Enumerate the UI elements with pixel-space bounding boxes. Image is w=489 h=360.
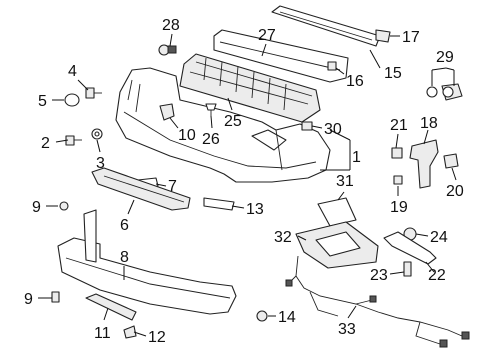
leader-31 bbox=[337, 191, 345, 201]
callout-9b: 9 bbox=[24, 291, 33, 308]
leader-33 bbox=[347, 305, 357, 319]
callout-3: 3 bbox=[96, 155, 105, 172]
leader-7 bbox=[155, 183, 167, 187]
callout-18: 18 bbox=[420, 115, 438, 132]
leader-1a bbox=[329, 129, 351, 141]
leader-22 bbox=[425, 261, 435, 273]
callout-22: 22 bbox=[428, 267, 446, 284]
bracket-part-10 bbox=[159, 103, 175, 121]
lower-fascia-part-8 bbox=[57, 209, 237, 315]
plug-part-5 bbox=[64, 93, 80, 107]
callout-4: 4 bbox=[68, 63, 77, 80]
callout-27: 27 bbox=[258, 27, 276, 44]
callout-25: 25 bbox=[224, 113, 242, 130]
clip-part-30 bbox=[301, 121, 313, 131]
wiring-harness-part-33 bbox=[285, 255, 470, 348]
callout-6: 6 bbox=[120, 217, 129, 234]
callout-20: 20 bbox=[446, 183, 464, 200]
callout-10: 10 bbox=[178, 127, 196, 144]
callout-23: 23 bbox=[370, 267, 388, 284]
bolt-part-23 bbox=[403, 261, 412, 277]
leader-23 bbox=[389, 271, 405, 275]
leader-18 bbox=[423, 129, 429, 145]
callout-32: 32 bbox=[274, 229, 292, 246]
bolt-part-4 bbox=[85, 87, 102, 99]
screw-part-9a bbox=[59, 201, 69, 211]
leader-15 bbox=[369, 49, 381, 69]
callout-19: 19 bbox=[390, 199, 408, 216]
callout-28: 28 bbox=[162, 17, 180, 34]
hose-part-22 bbox=[383, 231, 437, 265]
clip-part-14 bbox=[256, 310, 268, 322]
grommet-part-3 bbox=[91, 128, 103, 140]
callout-24: 24 bbox=[430, 229, 448, 246]
callout-12: 12 bbox=[148, 329, 166, 346]
module-part-31 bbox=[317, 197, 357, 227]
callout-13: 13 bbox=[246, 201, 264, 218]
callout-16: 16 bbox=[346, 73, 364, 90]
callout-30: 30 bbox=[324, 121, 342, 138]
leader-3 bbox=[96, 139, 101, 153]
callout-31: 31 bbox=[336, 173, 354, 190]
reinforcement-strip-part-15 bbox=[271, 5, 381, 47]
leader-2 bbox=[55, 139, 69, 143]
leader-28 bbox=[169, 33, 173, 47]
screw-part-2 bbox=[65, 135, 82, 146]
upper-impact-bar-part-27 bbox=[213, 29, 349, 83]
callout-29: 29 bbox=[436, 49, 454, 66]
leader-6 bbox=[127, 199, 135, 215]
retainer-part-20 bbox=[443, 153, 459, 169]
clip-part-12 bbox=[123, 325, 137, 339]
callout-9a: 9 bbox=[32, 199, 41, 216]
leader-4 bbox=[77, 79, 89, 91]
leader-32 bbox=[297, 235, 307, 241]
screw-part-9b bbox=[51, 291, 60, 303]
push-pin-part-28 bbox=[158, 44, 177, 56]
bumper-cover-part-1 bbox=[115, 67, 331, 183]
callout-labels: 1 2 3 4 5 6 7 8 9 9 10 11 12 13 14 15 16… bbox=[24, 17, 464, 346]
leader-24 bbox=[415, 233, 429, 237]
lower-deflector-part-6 bbox=[91, 167, 191, 211]
callout-26: 26 bbox=[202, 131, 220, 148]
leader-29c bbox=[445, 67, 455, 71]
trim-strip-part-11 bbox=[85, 293, 137, 321]
nut-part-16 bbox=[327, 61, 337, 71]
side-bracket-part-18 bbox=[409, 139, 439, 189]
callout-11: 11 bbox=[94, 325, 111, 342]
leader-10 bbox=[169, 117, 179, 129]
callout-14: 14 bbox=[278, 309, 296, 326]
clip-part-17 bbox=[375, 29, 391, 43]
leader-12 bbox=[133, 331, 147, 337]
callout-7: 7 bbox=[168, 178, 177, 195]
callout-2: 2 bbox=[41, 135, 50, 152]
leader-20 bbox=[451, 167, 457, 181]
plate-part-13 bbox=[203, 197, 235, 211]
callout-33: 33 bbox=[338, 321, 356, 338]
callout-5: 5 bbox=[38, 93, 47, 110]
callout-1: 1 bbox=[352, 149, 361, 166]
clip-part-26 bbox=[205, 103, 217, 116]
callout-17: 17 bbox=[402, 29, 420, 46]
leader-11 bbox=[103, 307, 109, 321]
callout-15: 15 bbox=[384, 65, 402, 82]
leader-13 bbox=[231, 205, 245, 209]
leader-25 bbox=[227, 97, 233, 111]
leader-21 bbox=[395, 133, 399, 149]
bolt-part-19 bbox=[393, 175, 403, 185]
callout-21: 21 bbox=[390, 117, 408, 134]
leader-26 bbox=[210, 115, 213, 129]
leader-27 bbox=[261, 43, 267, 57]
energy-absorber-part-25 bbox=[179, 53, 321, 123]
parking-sensor-part-29 bbox=[426, 83, 463, 101]
housing-part-32 bbox=[295, 221, 379, 269]
leader-29a bbox=[431, 67, 447, 71]
retainer-part-21 bbox=[391, 147, 403, 159]
leader-16 bbox=[335, 67, 345, 75]
leader-lines bbox=[38, 33, 457, 337]
callout-8: 8 bbox=[120, 249, 129, 266]
leader-30 bbox=[311, 125, 323, 129]
